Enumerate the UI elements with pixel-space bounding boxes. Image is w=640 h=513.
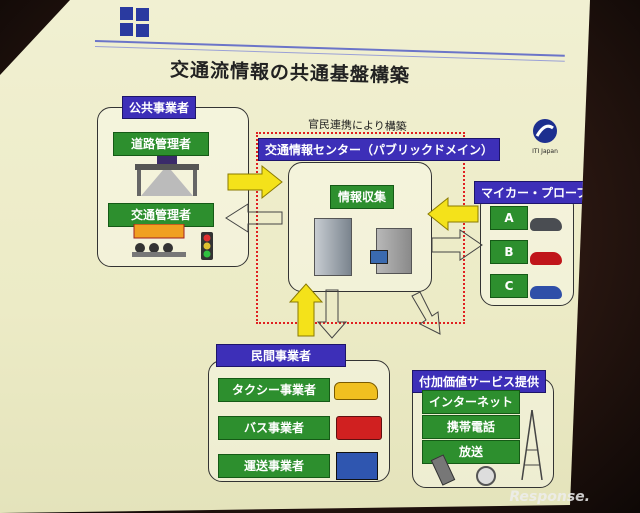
yellow-arrow-private-to-center [288, 283, 324, 337]
va-item-mobile: 携帯電話 [422, 415, 520, 439]
traffic-light-icon [201, 232, 213, 260]
satellite-dish-icon [476, 466, 496, 486]
public-item-traffic: 交通管理者 [108, 203, 214, 227]
yellow-arrow-public-to-center [227, 164, 283, 200]
public-item-road: 道路管理者 [113, 132, 209, 156]
iti-logo-icon [533, 119, 557, 143]
private-item-freight: 運送事業者 [218, 454, 330, 478]
truck-icon [336, 452, 378, 480]
probe-item-b: B [490, 240, 528, 264]
iti-logo: ITI Japan [520, 118, 570, 155]
outline-arrow-center-to-private [316, 289, 348, 339]
collab-dotted-border [256, 132, 465, 324]
watermark: Response. [509, 489, 590, 505]
iti-logo-text: ITI Japan [532, 148, 558, 155]
probe-item-a: A [490, 206, 528, 230]
public-sector-heading: 公共事業者 [122, 96, 197, 119]
outline-arrow-center-to-probe [431, 229, 483, 261]
private-item-taxi: タクシー事業者 [218, 378, 330, 402]
center-subheading: 情報収集 [330, 185, 394, 209]
car-b-icon [530, 252, 562, 265]
car-a-icon [530, 218, 562, 231]
road-gate-icon [135, 156, 199, 196]
office-building-icon [314, 218, 352, 276]
outline-arrow-center-to-public [225, 203, 283, 233]
control-room-icon [132, 224, 186, 257]
broadcast-tower-icon [521, 410, 543, 480]
private-sector-heading: 民間事業者 [216, 344, 346, 367]
yellow-arrow-probe-to-center [427, 196, 479, 232]
outline-arrow-center-to-value-added [411, 291, 441, 335]
private-item-bus: バス事業者 [218, 416, 330, 440]
bus-icon [336, 416, 382, 440]
taxi-icon [334, 382, 378, 400]
car-c-icon [530, 286, 562, 299]
center-heading: 交通情報センター（パブリックドメイン） [258, 138, 501, 161]
value-added-heading: 付加価値サービス提供 [412, 370, 547, 393]
probe-heading: マイカー・プローブ [474, 181, 590, 204]
va-item-internet: インターネット [422, 390, 520, 414]
computer-icon [370, 250, 388, 264]
probe-item-c: C [490, 274, 528, 298]
